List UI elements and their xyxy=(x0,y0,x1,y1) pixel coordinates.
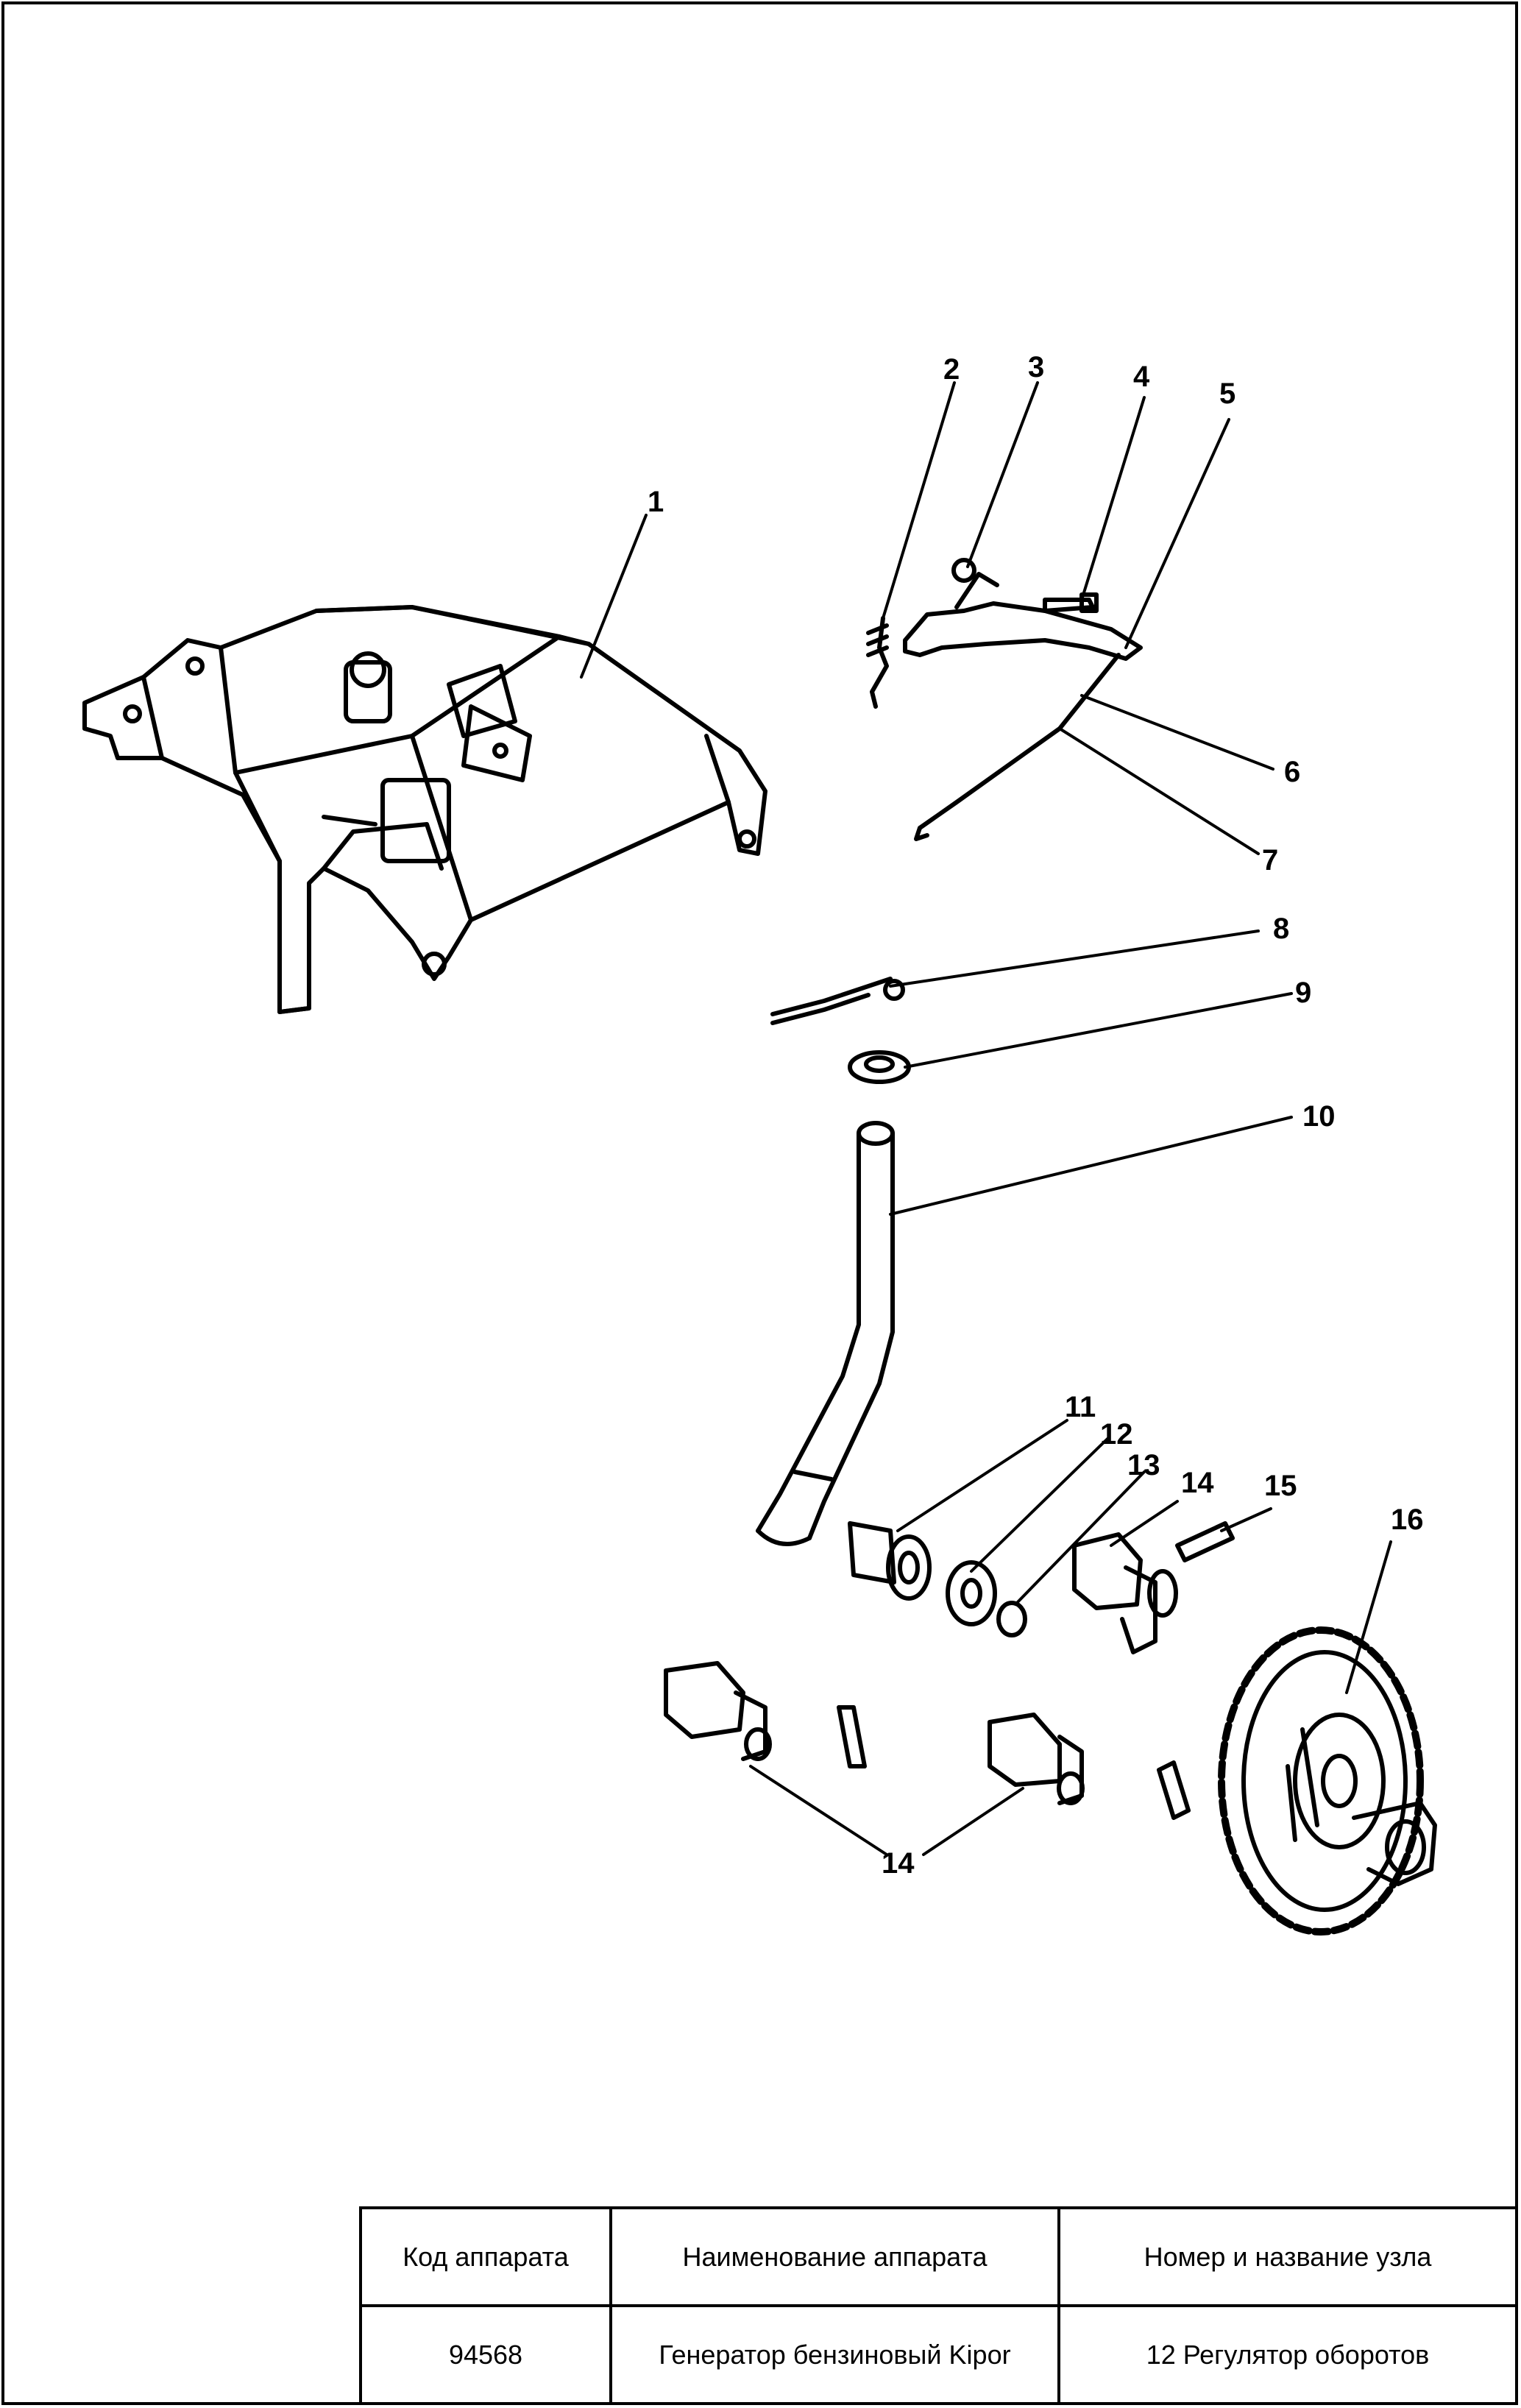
callout-13: 13 xyxy=(1127,1449,1160,1481)
part-flyweight-1 xyxy=(1072,1532,1178,1654)
cell-unit-name: 12 Регулятор оборотов xyxy=(1057,2304,1518,2405)
callout-6: 6 xyxy=(1284,756,1300,788)
callout-15: 15 xyxy=(1264,1470,1297,1502)
callout-10: 10 xyxy=(1302,1100,1336,1133)
callout-1: 1 xyxy=(648,486,664,518)
table-header-row: Код аппарата Наименование аппарата Номер… xyxy=(359,2206,1518,2307)
callout-12: 12 xyxy=(1100,1418,1133,1451)
part-thrust-washer xyxy=(946,1560,997,1626)
part-governor-gear xyxy=(1218,1626,1437,1936)
cell-device-code: 94568 xyxy=(359,2304,612,2405)
callout-16: 16 xyxy=(1391,1504,1424,1536)
callout-5: 5 xyxy=(1219,378,1235,410)
header-unit-name: Номер и название узла xyxy=(1057,2206,1518,2307)
callout-4: 4 xyxy=(1133,361,1150,393)
table-row: 94568 Генератор бензиновый Kipor 12 Регу… xyxy=(359,2304,1518,2405)
leader-lines xyxy=(580,381,1392,1856)
part-sleeve xyxy=(848,1521,932,1601)
part-bracket-plate xyxy=(82,605,767,1014)
part-washer xyxy=(848,1050,911,1084)
callout-8: 8 xyxy=(1273,913,1289,945)
part-circlip xyxy=(996,1601,1027,1637)
callout-14-top: 14 xyxy=(1181,1467,1214,1499)
callout-14-bottom: 14 xyxy=(882,1847,915,1880)
part-pin xyxy=(770,977,905,1025)
part-governor-lever-assembly xyxy=(866,558,1143,841)
part-roller-pins xyxy=(837,1521,1235,1820)
part-flyweight-3 xyxy=(988,1713,1085,1805)
part-flyweight-2 xyxy=(664,1661,772,1761)
callout-7: 7 xyxy=(1262,844,1278,877)
cell-device-name: Генератор бензиновый Kipor xyxy=(609,2304,1060,2405)
callout-3: 3 xyxy=(1028,351,1044,383)
part-governor-shaft xyxy=(756,1121,895,1546)
callout-2: 2 xyxy=(943,353,960,386)
callout-11: 11 xyxy=(1065,1391,1096,1423)
title-block-table: Код аппарата Наименование аппарата Номер… xyxy=(359,2206,1518,2405)
header-device-name: Наименование аппарата xyxy=(609,2206,1060,2307)
callout-9: 9 xyxy=(1295,977,1311,1009)
header-device-code: Код аппарата xyxy=(359,2206,612,2307)
